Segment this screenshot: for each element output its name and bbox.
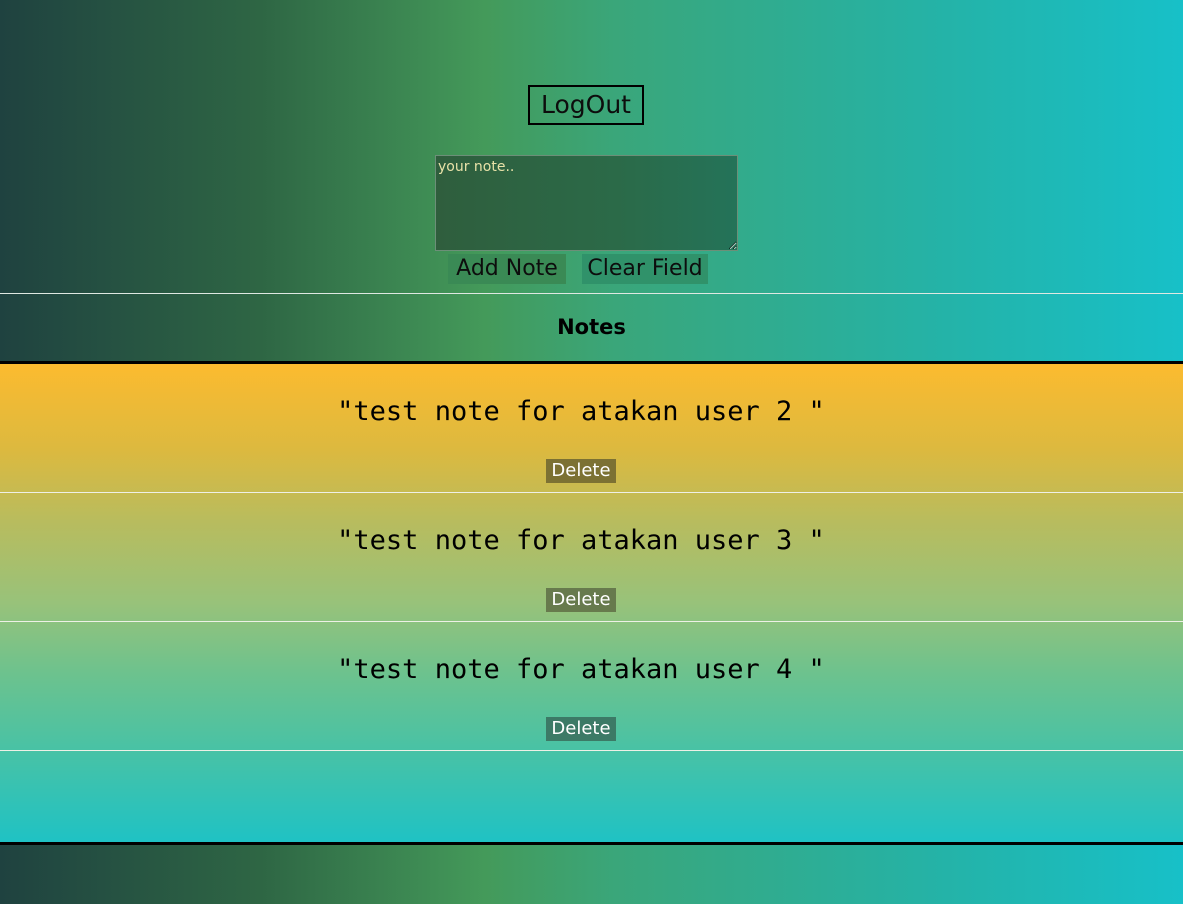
- note-input[interactable]: [435, 155, 738, 251]
- delete-note-button[interactable]: Delete: [546, 588, 616, 612]
- note-item: "test note for atakan user 2 " Delete: [0, 364, 1183, 493]
- footer-panel: [0, 845, 1183, 904]
- note-divider: [0, 621, 1183, 622]
- note-text: "test note for atakan user 4 ": [337, 654, 825, 685]
- top-divider: [0, 293, 1183, 294]
- note-text: "test note for atakan user 2 ": [337, 396, 825, 427]
- notes-title: Notes: [557, 315, 626, 339]
- logout-button[interactable]: LogOut: [528, 85, 644, 125]
- note-item: "test note for atakan user 4 " Delete: [0, 622, 1183, 751]
- add-note-button[interactable]: Add Note: [448, 254, 566, 284]
- clear-field-button[interactable]: Clear Field: [582, 254, 708, 284]
- delete-note-button[interactable]: Delete: [546, 717, 616, 741]
- note-text: "test note for atakan user 3 ": [337, 525, 825, 556]
- note-divider: [0, 492, 1183, 493]
- note-item: "test note for atakan user 3 " Delete: [0, 493, 1183, 622]
- notes-list: "test note for atakan user 2 " Delete "t…: [0, 361, 1183, 845]
- notes-header: Notes: [0, 294, 1183, 361]
- note-divider: [0, 750, 1183, 751]
- top-panel: LogOut Add Note Clear Field: [0, 0, 1183, 293]
- delete-note-button[interactable]: Delete: [546, 459, 616, 483]
